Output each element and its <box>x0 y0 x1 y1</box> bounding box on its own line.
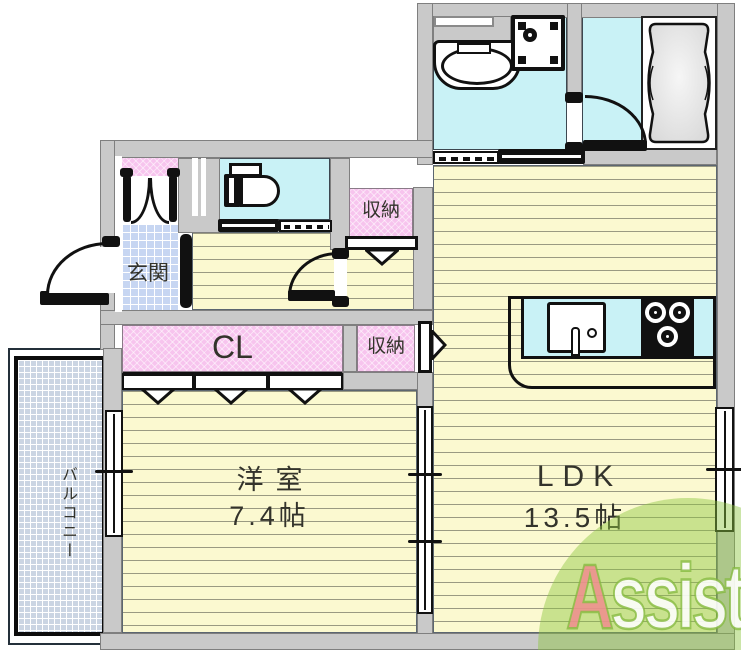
gas-stove-icon <box>641 299 694 356</box>
shoe-door-cap <box>167 168 180 177</box>
closet-label: CL <box>212 329 253 365</box>
ldk-floor <box>433 165 717 633</box>
wall-niche-b <box>201 158 206 216</box>
hall-storage-label: 収納 <box>361 200 400 221</box>
bath-door-cap <box>565 142 583 153</box>
western-room-floor <box>122 390 417 633</box>
hall-door-leaf <box>288 290 335 301</box>
balcony-window-tick <box>95 470 133 473</box>
washroom-sliding-door-rail <box>433 151 499 164</box>
bedroom-storage-label: 収納 <box>366 336 405 357</box>
storage-upper <box>349 188 413 237</box>
western-room-name: 洋室 <box>236 465 315 495</box>
entrance-label: 玄関 <box>127 262 169 285</box>
hall-door-cap <box>332 248 349 259</box>
wall-cl-divider <box>343 325 357 372</box>
storage-upper-door <box>345 236 418 250</box>
balcony-label: バルコニー <box>59 465 76 561</box>
ldk-size: 13.5帖 <box>523 502 627 533</box>
partition-tick <box>408 473 442 476</box>
wall-bottom <box>100 633 735 650</box>
toilet-bowl-icon <box>240 175 280 207</box>
ldk-name: LDK <box>536 460 623 493</box>
wall-entrance-toilet <box>178 158 220 233</box>
washbasin-faucet-icon <box>457 43 491 54</box>
bath-door-cap <box>565 92 583 103</box>
entry-door-stub <box>40 291 48 305</box>
washing-machine-icon <box>511 15 565 71</box>
balcony-deck <box>14 356 106 636</box>
toilet-sliding-door-rail <box>279 220 332 232</box>
toilet-tank-icon <box>224 174 241 207</box>
wall-right <box>717 3 735 650</box>
entrance-step-edge <box>180 234 192 308</box>
shoe-cabinet <box>122 158 178 176</box>
hall-door-cap <box>332 296 349 307</box>
bathtub-icon <box>647 22 711 144</box>
bath-door-leaf <box>583 140 647 151</box>
balcony-window <box>105 410 123 537</box>
door-swing-mark-icon <box>365 249 399 266</box>
washroom-shelf <box>434 16 494 27</box>
washroom-sliding-door <box>498 149 585 164</box>
storage-lower-door <box>418 321 432 373</box>
closet-cl <box>122 325 343 372</box>
room-sliding-partition <box>417 406 433 614</box>
ldk-window-tick <box>706 468 741 471</box>
wall-niche-a <box>192 158 198 216</box>
door-swing-mark-icon <box>431 330 447 360</box>
western-room-size: 7.4帖 <box>229 501 310 531</box>
shoe-door-leaf <box>169 175 177 222</box>
door-swing-mark-icon <box>214 388 248 405</box>
partition-tick <box>408 540 442 543</box>
wall-wash-bath-divider <box>567 3 582 97</box>
entry-door-leaf <box>43 293 109 305</box>
entry-door-arc <box>46 242 108 295</box>
wall-top-block-left <box>417 3 433 165</box>
shoe-door-cap <box>120 168 133 177</box>
kitchen-knob-icon <box>587 328 597 338</box>
wall-hall-bottom <box>100 310 433 325</box>
storage-lower <box>357 325 415 372</box>
entry-door-cap <box>102 236 120 247</box>
door-swing-mark-icon <box>141 388 175 405</box>
wall-midleft-top <box>100 140 433 158</box>
closet-front-line <box>122 372 343 375</box>
entrance-step <box>115 156 122 312</box>
toilet-sliding-door <box>218 219 279 232</box>
shoe-door-leaf <box>123 175 131 222</box>
bathtub-box <box>641 16 717 150</box>
door-swing-mark-icon <box>288 388 322 405</box>
kitchen-faucet-icon <box>571 327 580 356</box>
